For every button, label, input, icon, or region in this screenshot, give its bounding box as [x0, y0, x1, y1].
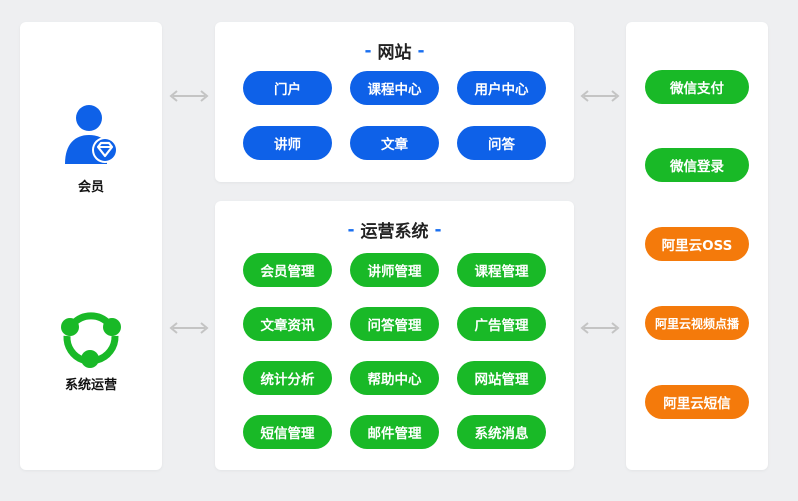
- website-item-user-center[interactable]: 用户中心: [457, 71, 546, 105]
- operations-title: - 运营系统 -: [215, 217, 574, 243]
- ops-item-lecturer-management[interactable]: 讲师管理: [350, 253, 439, 287]
- website-item-portal[interactable]: 门户: [243, 71, 332, 105]
- ops-item-qa-management[interactable]: 问答管理: [350, 307, 439, 341]
- actor-operations-label: 系统运营: [64, 378, 117, 393]
- operations-cycle-icon: [61, 312, 121, 368]
- website-title-text: 网站: [377, 43, 412, 63]
- actor-operations: 系统运营: [20, 306, 162, 393]
- actors-panel: 会员 系统运营: [20, 22, 162, 470]
- website-item-articles[interactable]: 文章: [350, 126, 439, 160]
- double-arrow-icon: [580, 322, 620, 334]
- double-arrow-icon: [580, 90, 620, 102]
- service-wechat-login[interactable]: 微信登录: [645, 148, 749, 182]
- ops-item-statistics[interactable]: 统计分析: [243, 361, 332, 395]
- ops-item-site-management[interactable]: 网站管理: [457, 361, 546, 395]
- service-aliyun-oss[interactable]: 阿里云OSS: [645, 227, 749, 261]
- operations-system-panel: - 运营系统 - 会员管理 讲师管理 课程管理 文章资讯 问答管理 广告管理 统…: [215, 201, 574, 470]
- ops-item-help-center[interactable]: 帮助中心: [350, 361, 439, 395]
- service-aliyun-sms[interactable]: 阿里云短信: [645, 385, 749, 419]
- website-panel: - 网站 - 门户 课程中心 用户中心 讲师 文章 问答: [215, 22, 574, 182]
- ops-item-course-management[interactable]: 课程管理: [457, 253, 546, 287]
- services-panel: 微信支付 微信登录 阿里云OSS 阿里云视频点播 阿里云短信: [626, 22, 768, 470]
- double-arrow-icon: [169, 322, 209, 334]
- ops-item-system-messages[interactable]: 系统消息: [457, 415, 546, 449]
- website-item-course-center[interactable]: 课程中心: [350, 71, 439, 105]
- actor-member: 会员: [20, 100, 162, 195]
- operations-title-text: 运营系统: [360, 222, 429, 242]
- actor-member-label: 会员: [77, 180, 104, 195]
- website-item-qa[interactable]: 问答: [457, 126, 546, 160]
- service-wechat-pay[interactable]: 微信支付: [645, 70, 749, 104]
- ops-item-member-management[interactable]: 会员管理: [243, 253, 332, 287]
- website-title: - 网站 -: [215, 38, 574, 64]
- ops-item-mail-management[interactable]: 邮件管理: [350, 415, 439, 449]
- double-arrow-icon: [169, 90, 209, 102]
- ops-item-article-news[interactable]: 文章资讯: [243, 307, 332, 341]
- ops-item-sms-management[interactable]: 短信管理: [243, 415, 332, 449]
- website-item-lecturer[interactable]: 讲师: [243, 126, 332, 160]
- ops-item-ad-management[interactable]: 广告管理: [457, 307, 546, 341]
- service-aliyun-vod[interactable]: 阿里云视频点播: [645, 306, 749, 340]
- member-user-icon: [65, 105, 118, 164]
